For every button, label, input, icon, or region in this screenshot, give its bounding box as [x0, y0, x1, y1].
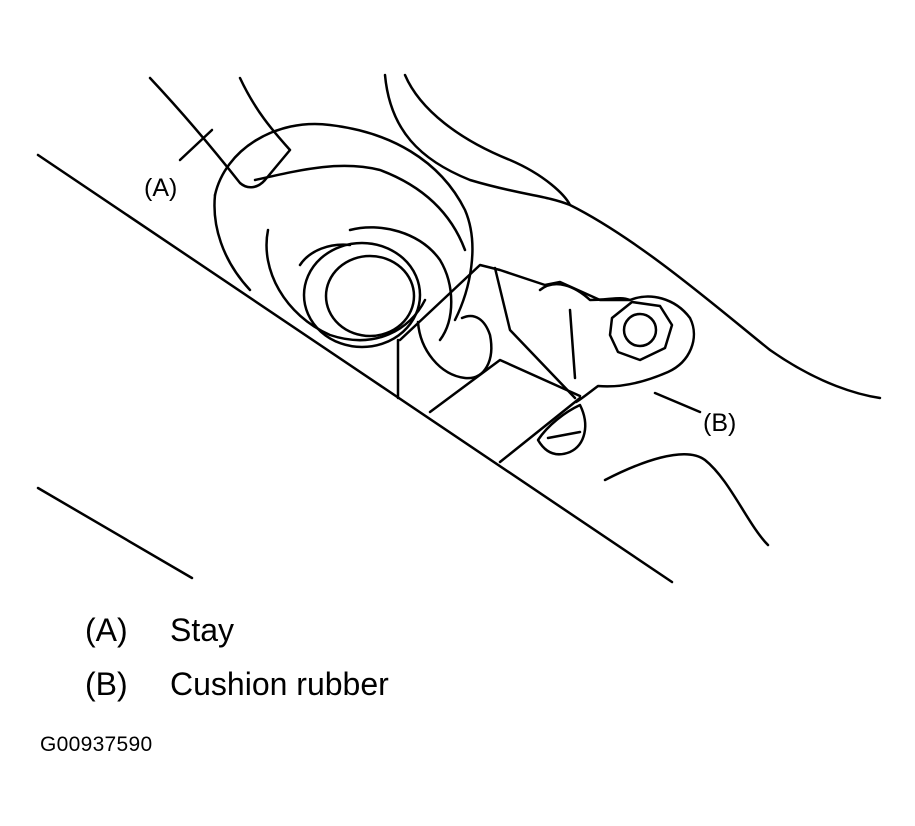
stay-housing-side — [213, 193, 252, 292]
cushion-rubber-leader — [653, 391, 702, 414]
stay-arm-leader — [178, 128, 214, 162]
stay-arm — [148, 76, 292, 189]
legend: (A) Stay (B) Cushion rubber — [85, 612, 389, 720]
cushion-rubber-bracket — [538, 282, 696, 404]
figure-code: G00937590 — [40, 733, 153, 756]
nut-hex — [608, 300, 674, 362]
cushion-rubber-flap-line — [546, 430, 582, 440]
legend-item-cushion-rubber: (B) Cushion rubber — [85, 666, 389, 720]
mount-plate-ridge — [493, 266, 577, 400]
frame-edge-upper — [36, 153, 674, 584]
stay-bolt-outer — [302, 241, 422, 349]
legend-label: Stay — [170, 612, 235, 648]
stay-bolt-inner — [324, 254, 416, 338]
stay-cushion-rubber-illustration — [36, 73, 882, 584]
body-outline-top — [383, 73, 882, 400]
stay-collar — [253, 164, 467, 252]
stay-bolt-ring — [298, 243, 352, 267]
legend-item-stay: (A) Stay — [85, 612, 389, 666]
mount-plate-face — [428, 358, 582, 414]
callout-b: (B) — [703, 409, 737, 437]
cushion-rubber-flap — [536, 403, 587, 456]
mount-plate — [398, 263, 632, 342]
legend-key: (B) — [85, 666, 128, 702]
frame-edge-lower — [36, 486, 194, 580]
legend-key: (A) — [85, 612, 128, 648]
nut-face — [622, 312, 658, 348]
legend-label: Cushion rubber — [170, 666, 389, 702]
mount-plate-bottom — [498, 396, 582, 464]
body-curve-lower-right — [603, 452, 770, 547]
mount-plate-vertical — [568, 308, 577, 380]
stay-boss-bracket — [348, 226, 453, 342]
callout-a: (A) — [144, 174, 178, 202]
stay-housing — [213, 122, 474, 322]
stay-boss-outer — [265, 228, 427, 342]
stay-hook — [416, 314, 493, 380]
body-outline-inner — [403, 73, 572, 207]
